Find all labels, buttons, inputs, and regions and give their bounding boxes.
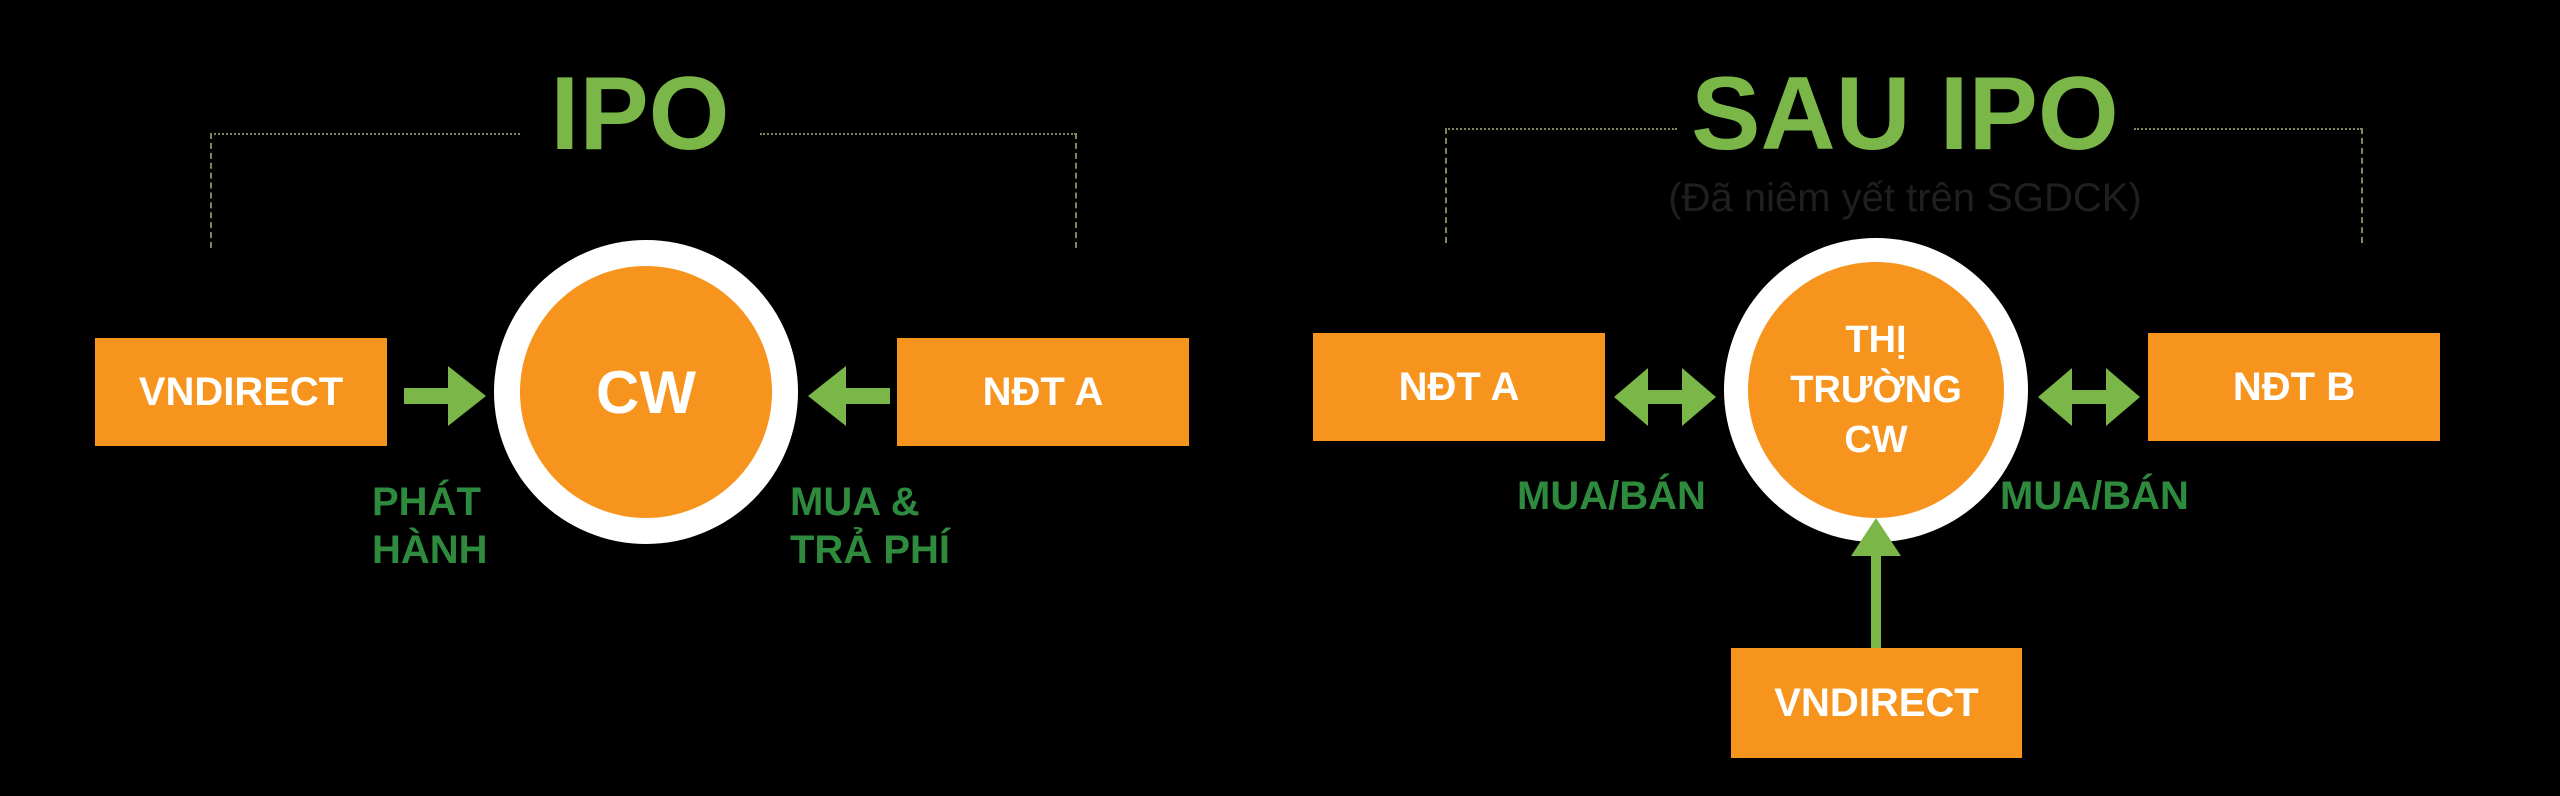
post-ipo-title: SAU IPO — [1691, 56, 2119, 172]
post-ipo-investor-b-box: NĐT B — [2148, 333, 2440, 441]
post-ipo-left-trade-label: MUA/BÁN — [1517, 474, 1706, 518]
post-ipo-investor-a-box: NĐT A — [1313, 333, 1605, 441]
ipo-issue-label-line2: HÀNH — [372, 528, 488, 572]
post-ipo-bottom-up-arrow-icon — [1851, 518, 1901, 648]
post-ipo-left-bidirectional-arrow-icon — [1614, 368, 1716, 426]
post-ipo-right-bidirectional-arrow-icon — [2038, 368, 2140, 426]
ipo-bracket-top-right — [760, 133, 1076, 135]
ipo-issuer-box: VNDIRECT — [95, 338, 387, 446]
ipo-investor-box: NĐT A — [897, 338, 1189, 446]
post-ipo-subtitle: (Đã niêm yết trên SGDCK) — [1668, 176, 2142, 220]
ipo-buy-label-line2: TRẢ PHÍ — [790, 528, 950, 572]
ipo-arrow-investor-to-cw-icon — [808, 366, 890, 426]
post-ipo-bracket-top-left — [1445, 128, 1677, 130]
post-ipo-issuer-box: VNDIRECT — [1731, 648, 2022, 758]
ipo-issue-label: PHÁT HÀNH — [372, 478, 488, 574]
ipo-bracket-top-left — [210, 133, 520, 135]
ipo-arrow-issuer-to-cw-icon — [404, 366, 486, 426]
ipo-buy-label-line1: MUA & — [790, 480, 920, 524]
market-line-2: TRƯỜNG — [1790, 369, 1962, 411]
post-ipo-bracket-left — [1445, 128, 1447, 243]
post-ipo-market-circle: THỊ TRƯỜNG CW — [1748, 262, 2004, 518]
ipo-issue-label-line1: PHÁT — [372, 480, 481, 524]
ipo-cw-circle: CW — [520, 266, 772, 518]
ipo-buy-label: MUA & TRẢ PHÍ — [790, 478, 950, 574]
ipo-bracket-left — [210, 133, 212, 248]
post-ipo-bracket-right — [2361, 128, 2363, 243]
ipo-title: IPO — [550, 56, 730, 172]
ipo-bracket-right — [1075, 133, 1077, 248]
market-line-3: CW — [1844, 419, 1908, 461]
market-line-1: THỊ — [1845, 319, 1907, 361]
post-ipo-right-trade-label: MUA/BÁN — [2000, 474, 2189, 518]
post-ipo-bracket-top-right — [2134, 128, 2362, 130]
